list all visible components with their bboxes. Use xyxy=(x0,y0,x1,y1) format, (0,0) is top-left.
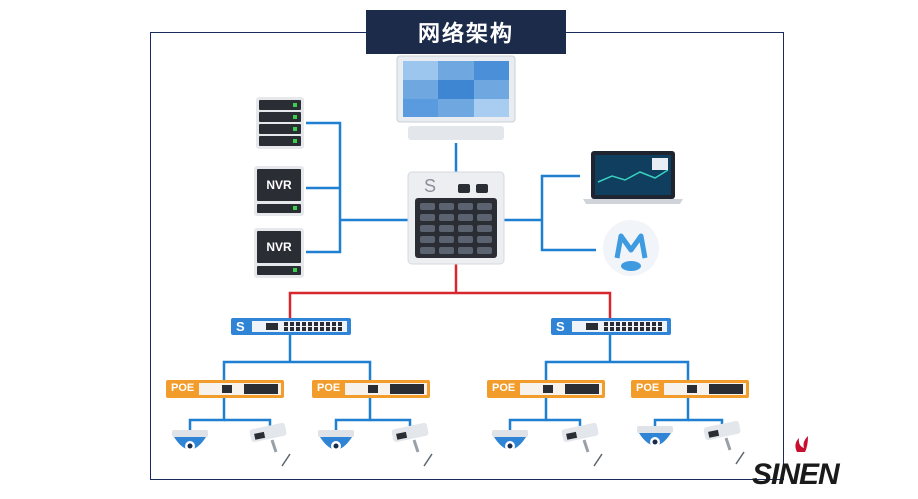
link-poe1-cam xyxy=(188,398,226,430)
page-title: 网络架构 xyxy=(366,10,566,54)
poe-switch-icon xyxy=(631,380,749,398)
access-switch-label: S xyxy=(556,319,565,334)
link-poe2-cam xyxy=(334,398,372,430)
poe-switch-label: POE xyxy=(636,382,660,394)
dome-camera-icon xyxy=(492,430,528,451)
app-cloud-icon xyxy=(603,220,659,276)
dome-camera-icon xyxy=(172,430,208,451)
links xyxy=(188,121,724,430)
nvr-icon xyxy=(254,228,304,278)
bullet-camera-icon xyxy=(391,422,433,467)
nvr-label: NVR xyxy=(266,240,292,254)
link-right-bus xyxy=(540,174,596,252)
poe-switch-label: POE xyxy=(317,382,341,394)
bullet-camera-icon xyxy=(703,420,745,465)
poe-switch-label: POE xyxy=(171,382,195,394)
bullet-camera-icon xyxy=(561,422,603,467)
poe-switch-icon xyxy=(312,380,430,398)
link-poe4-cam xyxy=(653,398,690,426)
core-switch-label: S xyxy=(424,176,437,196)
access-switch-icon xyxy=(231,318,351,335)
nvr-icon xyxy=(254,166,304,216)
uplinks xyxy=(288,262,612,318)
server-icon xyxy=(256,97,304,149)
poe-switch-icon xyxy=(487,380,605,398)
link-poe3-cam xyxy=(508,398,548,430)
access-switch-icon xyxy=(551,318,671,335)
nvr-label: NVR xyxy=(266,178,292,192)
poe-switch-icon xyxy=(166,380,284,398)
bullet-camera-icon xyxy=(249,422,291,467)
laptop-icon xyxy=(583,151,683,204)
link-core-access xyxy=(288,291,612,318)
monitor-icon xyxy=(396,55,516,140)
link-accessL-poe xyxy=(222,360,372,380)
brand-flame-icon xyxy=(795,436,808,452)
dome-camera-icon xyxy=(318,430,354,451)
dome-camera-icon xyxy=(637,426,673,447)
brand-logo: SINEN xyxy=(752,458,840,491)
poe-switch-label: POE xyxy=(492,382,516,394)
core-switch-icon xyxy=(407,171,505,265)
access-switch-label: S xyxy=(236,319,245,334)
link-accessR-poe xyxy=(544,360,690,380)
